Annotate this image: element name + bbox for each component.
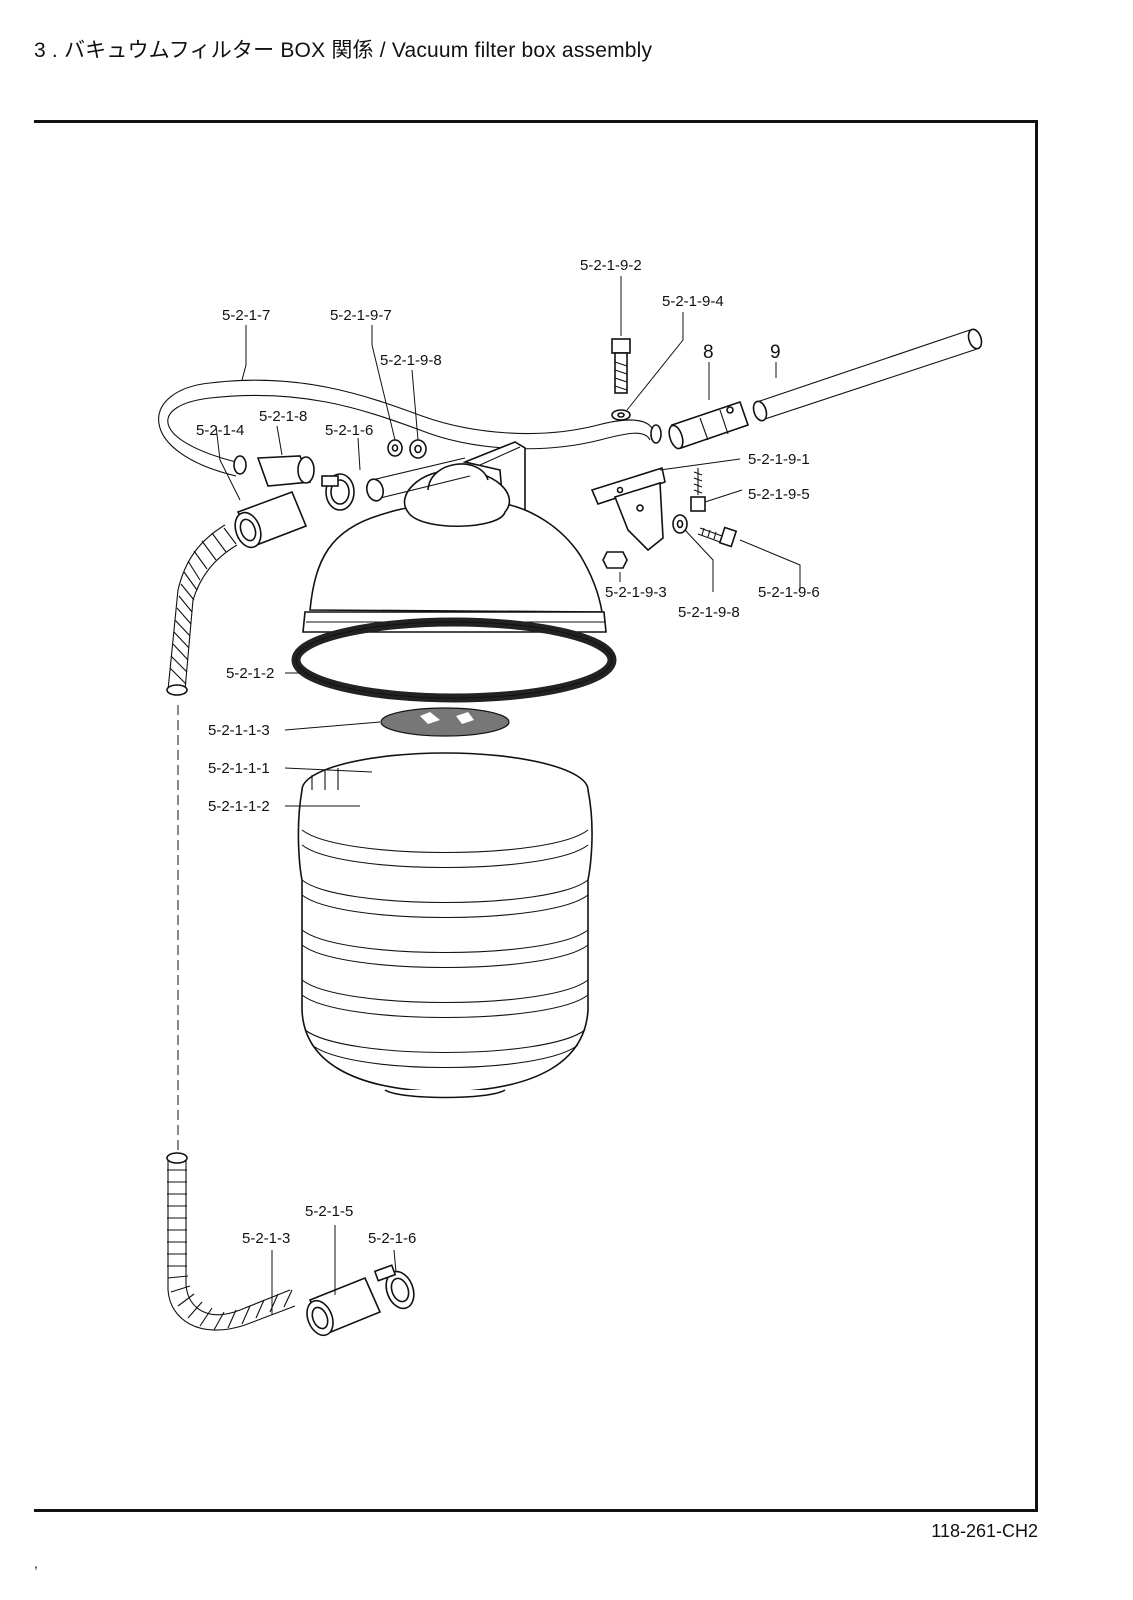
hose-clamp-bottom xyxy=(373,1264,415,1310)
gasket-5-2-1-2 xyxy=(291,617,617,703)
drawing-frame xyxy=(34,120,1038,1512)
bracket-5-2-1-9-1 xyxy=(590,466,666,552)
callout-5-2-1-9-5: 5-2-1-9-5 xyxy=(748,486,810,503)
washer-5-2-1-9-4 xyxy=(611,409,631,421)
callout-5-2-1-9-1: 5-2-1-9-1 xyxy=(748,451,810,468)
callout-5-2-1-9-3: 5-2-1-9-3 xyxy=(605,584,667,601)
leader-lines xyxy=(215,276,801,1315)
callout-5-2-1-9-4: 5-2-1-9-4 xyxy=(662,293,724,310)
callout-5-2-1-1-1: 5-2-1-1-1 xyxy=(208,760,270,777)
callout-5-2-1-6-bottom: 5-2-1-6 xyxy=(368,1230,416,1247)
callout-5-2-1-1-3: 5-2-1-1-3 xyxy=(208,722,270,739)
corrugated-hose-upper xyxy=(166,524,238,696)
callout-5-2-1-9-2: 5-2-1-9-2 xyxy=(580,257,642,274)
nut-5-2-1-9-3 xyxy=(602,551,628,569)
coupling-8 xyxy=(668,400,750,450)
lid-inlet-tube xyxy=(365,457,471,502)
callout-5-2-1-2: 5-2-1-2 xyxy=(226,665,274,682)
nut-5-2-1-9-7 xyxy=(387,439,403,457)
page-title: 3 . バキュウムフィルター BOX 関係 / Vacuum filter bo… xyxy=(34,39,653,62)
callout-9: 9 xyxy=(770,342,781,363)
corner-mark: , xyxy=(34,1555,38,1571)
callout-labels: 5-2-1-9-2 5-2-1-9-4 8 9 5-2-1-7 5-2-1-9-… xyxy=(196,257,820,1247)
mesh-disc-5-2-1-1-3 xyxy=(380,707,510,737)
callout-5-2-1-9-6: 5-2-1-9-6 xyxy=(758,584,820,601)
filter-lid-dome xyxy=(302,463,607,633)
fitting-5-2-1-8 xyxy=(233,455,315,487)
document-code: 118-261-CH2 xyxy=(931,1521,1038,1541)
callout-5-2-1-9-8-top: 5-2-1-9-8 xyxy=(380,352,442,369)
tube-9 xyxy=(752,328,983,422)
callout-5-2-1-4: 5-2-1-4 xyxy=(196,422,244,439)
callout-8: 8 xyxy=(703,342,714,363)
callout-5-2-1-7: 5-2-1-7 xyxy=(222,307,270,324)
hose-clamp-top xyxy=(321,473,355,511)
washer-5-2-1-9-8-right xyxy=(672,514,688,534)
corrugated-hose-lower xyxy=(166,1152,296,1331)
screw-5-2-1-9-5 xyxy=(690,468,706,512)
callout-5-2-1-5: 5-2-1-5 xyxy=(305,1203,353,1220)
washer-5-2-1-9-8-top xyxy=(409,439,427,459)
callout-5-2-1-3: 5-2-1-3 xyxy=(242,1230,290,1247)
callout-5-2-1-9-8-bottom: 5-2-1-9-8 xyxy=(678,604,740,621)
callout-5-2-1-1-2: 5-2-1-1-2 xyxy=(208,798,270,815)
callout-5-2-1-9-7: 5-2-1-9-7 xyxy=(330,307,392,324)
bolt-5-2-1-9-2 xyxy=(611,338,631,394)
fitting-5-2-1-4 xyxy=(234,490,308,549)
callout-5-2-1-8: 5-2-1-8 xyxy=(259,408,307,425)
fitting-5-2-1-5 xyxy=(306,1276,382,1337)
filter-container xyxy=(297,752,593,1099)
callout-5-2-1-6-top: 5-2-1-6 xyxy=(325,422,373,439)
bolt-5-2-1-9-6 xyxy=(697,526,738,548)
